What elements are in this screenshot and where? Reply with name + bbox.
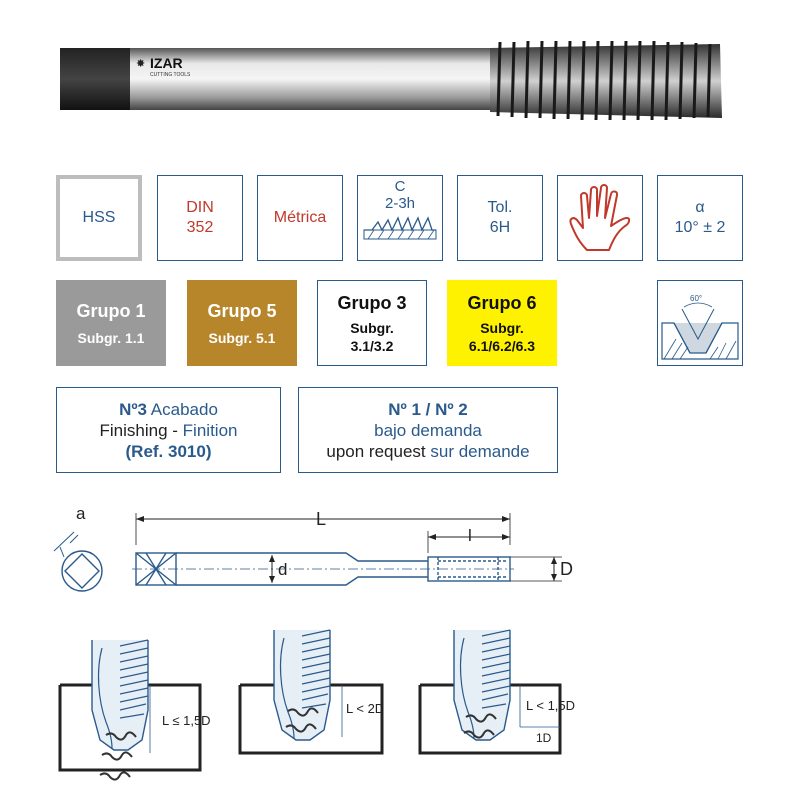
finishing-number: Nº3 xyxy=(119,399,148,419)
metric-label: Métrica xyxy=(273,209,327,226)
dimension-drawing: a L l d D xyxy=(53,504,573,592)
chamfer-badge: C 2-3h xyxy=(357,175,443,261)
finishing-ref: (Ref. 3010) xyxy=(125,441,212,461)
thread-profile-badge: 60° xyxy=(657,280,743,366)
svg-text:IZAR: IZAR xyxy=(150,55,183,71)
square-section-view: a xyxy=(53,504,103,592)
tolerance-value: 6H xyxy=(489,219,511,236)
thread-angle-label: 60° xyxy=(690,294,702,303)
tolerance-label: Tol. xyxy=(487,199,513,216)
group-5-badge: Grupo 5 Subgr. 5.1 xyxy=(187,280,297,366)
group-6-title: Grupo 6 xyxy=(467,293,537,313)
group-3-title: Grupo 3 xyxy=(337,293,407,313)
dim-a-label: a xyxy=(76,504,86,523)
hand-icon xyxy=(569,184,631,251)
alpha-label: α xyxy=(695,199,705,216)
hss-label: HSS xyxy=(82,209,116,226)
request-box: Nº 1 / Nº 2 bajo demanda upon request su… xyxy=(298,387,558,473)
depth-label-2: L < 2D xyxy=(346,701,384,716)
group-6-sub-value: 6.1/6.2/6.3 xyxy=(468,338,536,354)
svg-text:CUTTING TOOLS: CUTTING TOOLS xyxy=(150,72,191,78)
group-1-sub: Subgr. 1.1 xyxy=(77,330,145,346)
svg-text:✸: ✸ xyxy=(136,58,145,70)
group-1-badge: Grupo 1 Subgr. 1.1 xyxy=(56,280,166,366)
request-fr: sur demande xyxy=(425,441,530,461)
finishing-es: Acabado xyxy=(147,399,218,419)
group-3-sub-value: 3.1/3.2 xyxy=(350,338,394,354)
group-5-sub: Subgr. 5.1 xyxy=(208,330,276,346)
tapping-depth-drawings: L ≤ 1,5D L < 2D L < 1,5D 1D xyxy=(58,629,575,781)
group-1-title: Grupo 1 xyxy=(76,301,146,321)
chamfer-icon xyxy=(363,216,437,240)
alpha-value: 10° ± 2 xyxy=(674,219,726,236)
group-3-sub-label: Subgr. xyxy=(350,320,394,336)
din-number: 352 xyxy=(186,219,214,236)
izar-logo: ✸ IZAR CUTTING TOOLS xyxy=(136,55,191,78)
group-3-badge: Grupo 3 Subgr. 3.1/3.2 xyxy=(317,280,427,366)
din-badge: DIN 352 xyxy=(157,175,243,261)
depth-label-3: L < 1,5D xyxy=(526,698,575,713)
depth-scene-1: L ≤ 1,5D xyxy=(58,639,211,781)
group-6-badge: Grupo 6 Subgr. 6.1/6.2/6.3 xyxy=(447,280,557,366)
dim-d-label: d xyxy=(278,560,287,579)
finishing-fr: Finition xyxy=(182,420,238,440)
request-title: Nº 1 / Nº 2 xyxy=(388,399,468,419)
rake-angle-badge: α 10° ± 2 xyxy=(657,175,743,261)
request-es: bajo demanda xyxy=(374,420,482,440)
finishing-line-1: Nº3 Acabado xyxy=(119,399,218,420)
dim-L-label: L xyxy=(316,509,326,529)
tolerance-badge: Tol. 6H xyxy=(457,175,543,261)
chamfer-letter: C xyxy=(394,178,406,195)
finishing-en: Finishing xyxy=(99,420,168,440)
tap-image: ✸ IZAR CUTTING TOOLS xyxy=(60,40,722,121)
group-6-sub-label: Subgr. xyxy=(480,320,524,336)
depth-label-1: L ≤ 1,5D xyxy=(162,713,211,728)
group-5-title: Grupo 5 xyxy=(207,301,277,321)
thread-profile-icon: 60° xyxy=(661,294,739,360)
metric-badge: Métrica xyxy=(257,175,343,261)
hss-badge: HSS xyxy=(56,175,142,261)
request-en: upon request xyxy=(326,441,426,461)
depth-label-1d: 1D xyxy=(536,731,552,745)
depth-scene-2: L < 2D xyxy=(238,629,384,755)
chamfer-value: 2-3h xyxy=(384,195,416,212)
finishing-sep: - xyxy=(167,420,183,440)
dim-l-label: l xyxy=(468,526,472,545)
dim-D-label: D xyxy=(560,559,573,579)
depth-scene-3: L < 1,5D 1D xyxy=(418,629,575,755)
finishing-line-2: Finishing - Finition xyxy=(100,420,238,441)
finishing-box: Nº3 Acabado Finishing - Finition (Ref. 3… xyxy=(56,387,281,473)
hand-badge xyxy=(557,175,643,261)
din-label: DIN xyxy=(186,199,214,216)
